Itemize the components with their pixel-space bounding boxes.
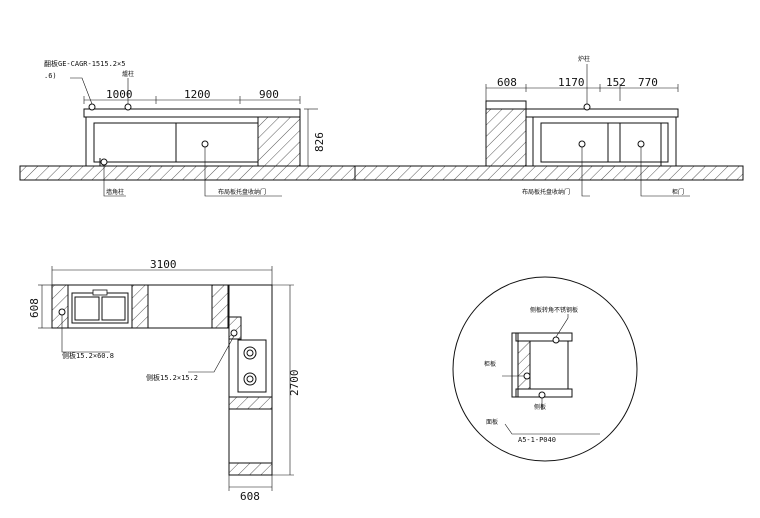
countertop-right bbox=[485, 100, 527, 110]
dim-770: 770 bbox=[638, 76, 658, 89]
label-bottom-center-right: 布局板托盘收纳门 bbox=[522, 188, 570, 196]
plan-length-2700: 2700 bbox=[288, 370, 301, 397]
end-panel-left bbox=[257, 116, 301, 167]
plan-depth-608-bottom: 608 bbox=[240, 490, 260, 503]
fixture-circle bbox=[583, 103, 591, 111]
plan-hatch-side2 bbox=[228, 462, 273, 476]
detail-circle bbox=[452, 276, 638, 462]
detail-view: 侧板转角不锈钢板 柜板 侧板 面板 A5-1-P040 bbox=[452, 276, 638, 462]
plan-label-1: 侧板15.2×60.8 bbox=[62, 351, 114, 360]
height-dim-826: 826 bbox=[313, 132, 326, 152]
fixture-circle bbox=[201, 140, 209, 148]
dim-608-elev: 608 bbox=[497, 76, 517, 89]
fixture-circle bbox=[88, 103, 96, 111]
dim-1000: 1000 bbox=[106, 88, 133, 101]
plan-hatch-left bbox=[51, 284, 69, 329]
note-line1: 翻板GE-CAGR-1515.2×5 bbox=[44, 59, 125, 68]
fixture-circle bbox=[578, 140, 586, 148]
plan-depth-608: 608 bbox=[28, 298, 41, 318]
dim-1170: 1170 bbox=[558, 76, 585, 89]
fixture-circle bbox=[523, 372, 531, 380]
floor-strip-right bbox=[354, 165, 744, 181]
elevation-left: 1000 1200 900 翻板GE-CAGR-1515.2×5 .6) 爐柱 … bbox=[19, 59, 356, 197]
fixture-circle bbox=[637, 140, 645, 148]
fixture-circle bbox=[552, 336, 560, 344]
sink-icon bbox=[71, 292, 129, 324]
plan-view: 侧板15.2×60.8 侧板15.2×15.2 3100 608 2700 60… bbox=[28, 258, 301, 503]
fixture-circle bbox=[58, 308, 66, 316]
tall-panel-right bbox=[485, 108, 527, 167]
label-bottom-center-left: 布局板托盘收纳门 bbox=[218, 188, 266, 196]
label-bottom-right: 柜门 bbox=[672, 188, 684, 196]
cabinet-body-right bbox=[525, 116, 677, 167]
label-top-left: 爐柱 bbox=[122, 70, 134, 78]
dim-900: 900 bbox=[259, 88, 279, 101]
countertop-right-main bbox=[525, 108, 679, 118]
detail-label-bottom-small: 侧板 bbox=[534, 403, 546, 411]
detail-label-top: 侧板转角不锈钢板 bbox=[530, 306, 578, 314]
label-bottom-left: 墙角柱 bbox=[106, 188, 124, 196]
dim-1200: 1200 bbox=[184, 88, 211, 101]
detail-label-left: 柜板 bbox=[484, 360, 496, 368]
plan-label-2: 侧板15.2×15.2 bbox=[146, 373, 198, 382]
plan-width-3100: 3100 bbox=[150, 258, 177, 271]
cooktop-icon bbox=[237, 339, 267, 393]
plan-hatch-right bbox=[211, 284, 229, 329]
plan-hatch-side1 bbox=[228, 396, 273, 410]
plan-hatch-mid bbox=[131, 284, 149, 329]
floor-strip-left bbox=[19, 165, 356, 181]
fixture-circle bbox=[100, 158, 108, 166]
detail-hatch bbox=[517, 340, 531, 390]
fixture-circle bbox=[124, 103, 132, 111]
note-line2: .6) bbox=[44, 72, 57, 80]
fixture-circle bbox=[538, 391, 546, 399]
fixture-circle bbox=[230, 329, 238, 337]
countertop-left bbox=[83, 108, 301, 118]
detail-label-bottom: 面板 bbox=[486, 418, 498, 426]
dim-152: 152 bbox=[606, 76, 626, 89]
elevation-right: 608 1170 152 770 炉柱 布局板托盘收纳门 柜门 bbox=[354, 55, 744, 197]
label-top-right: 炉柱 bbox=[578, 55, 590, 63]
detail-ref: A5-1-P040 bbox=[518, 436, 556, 444]
cabinet-frame-right bbox=[540, 122, 669, 163]
